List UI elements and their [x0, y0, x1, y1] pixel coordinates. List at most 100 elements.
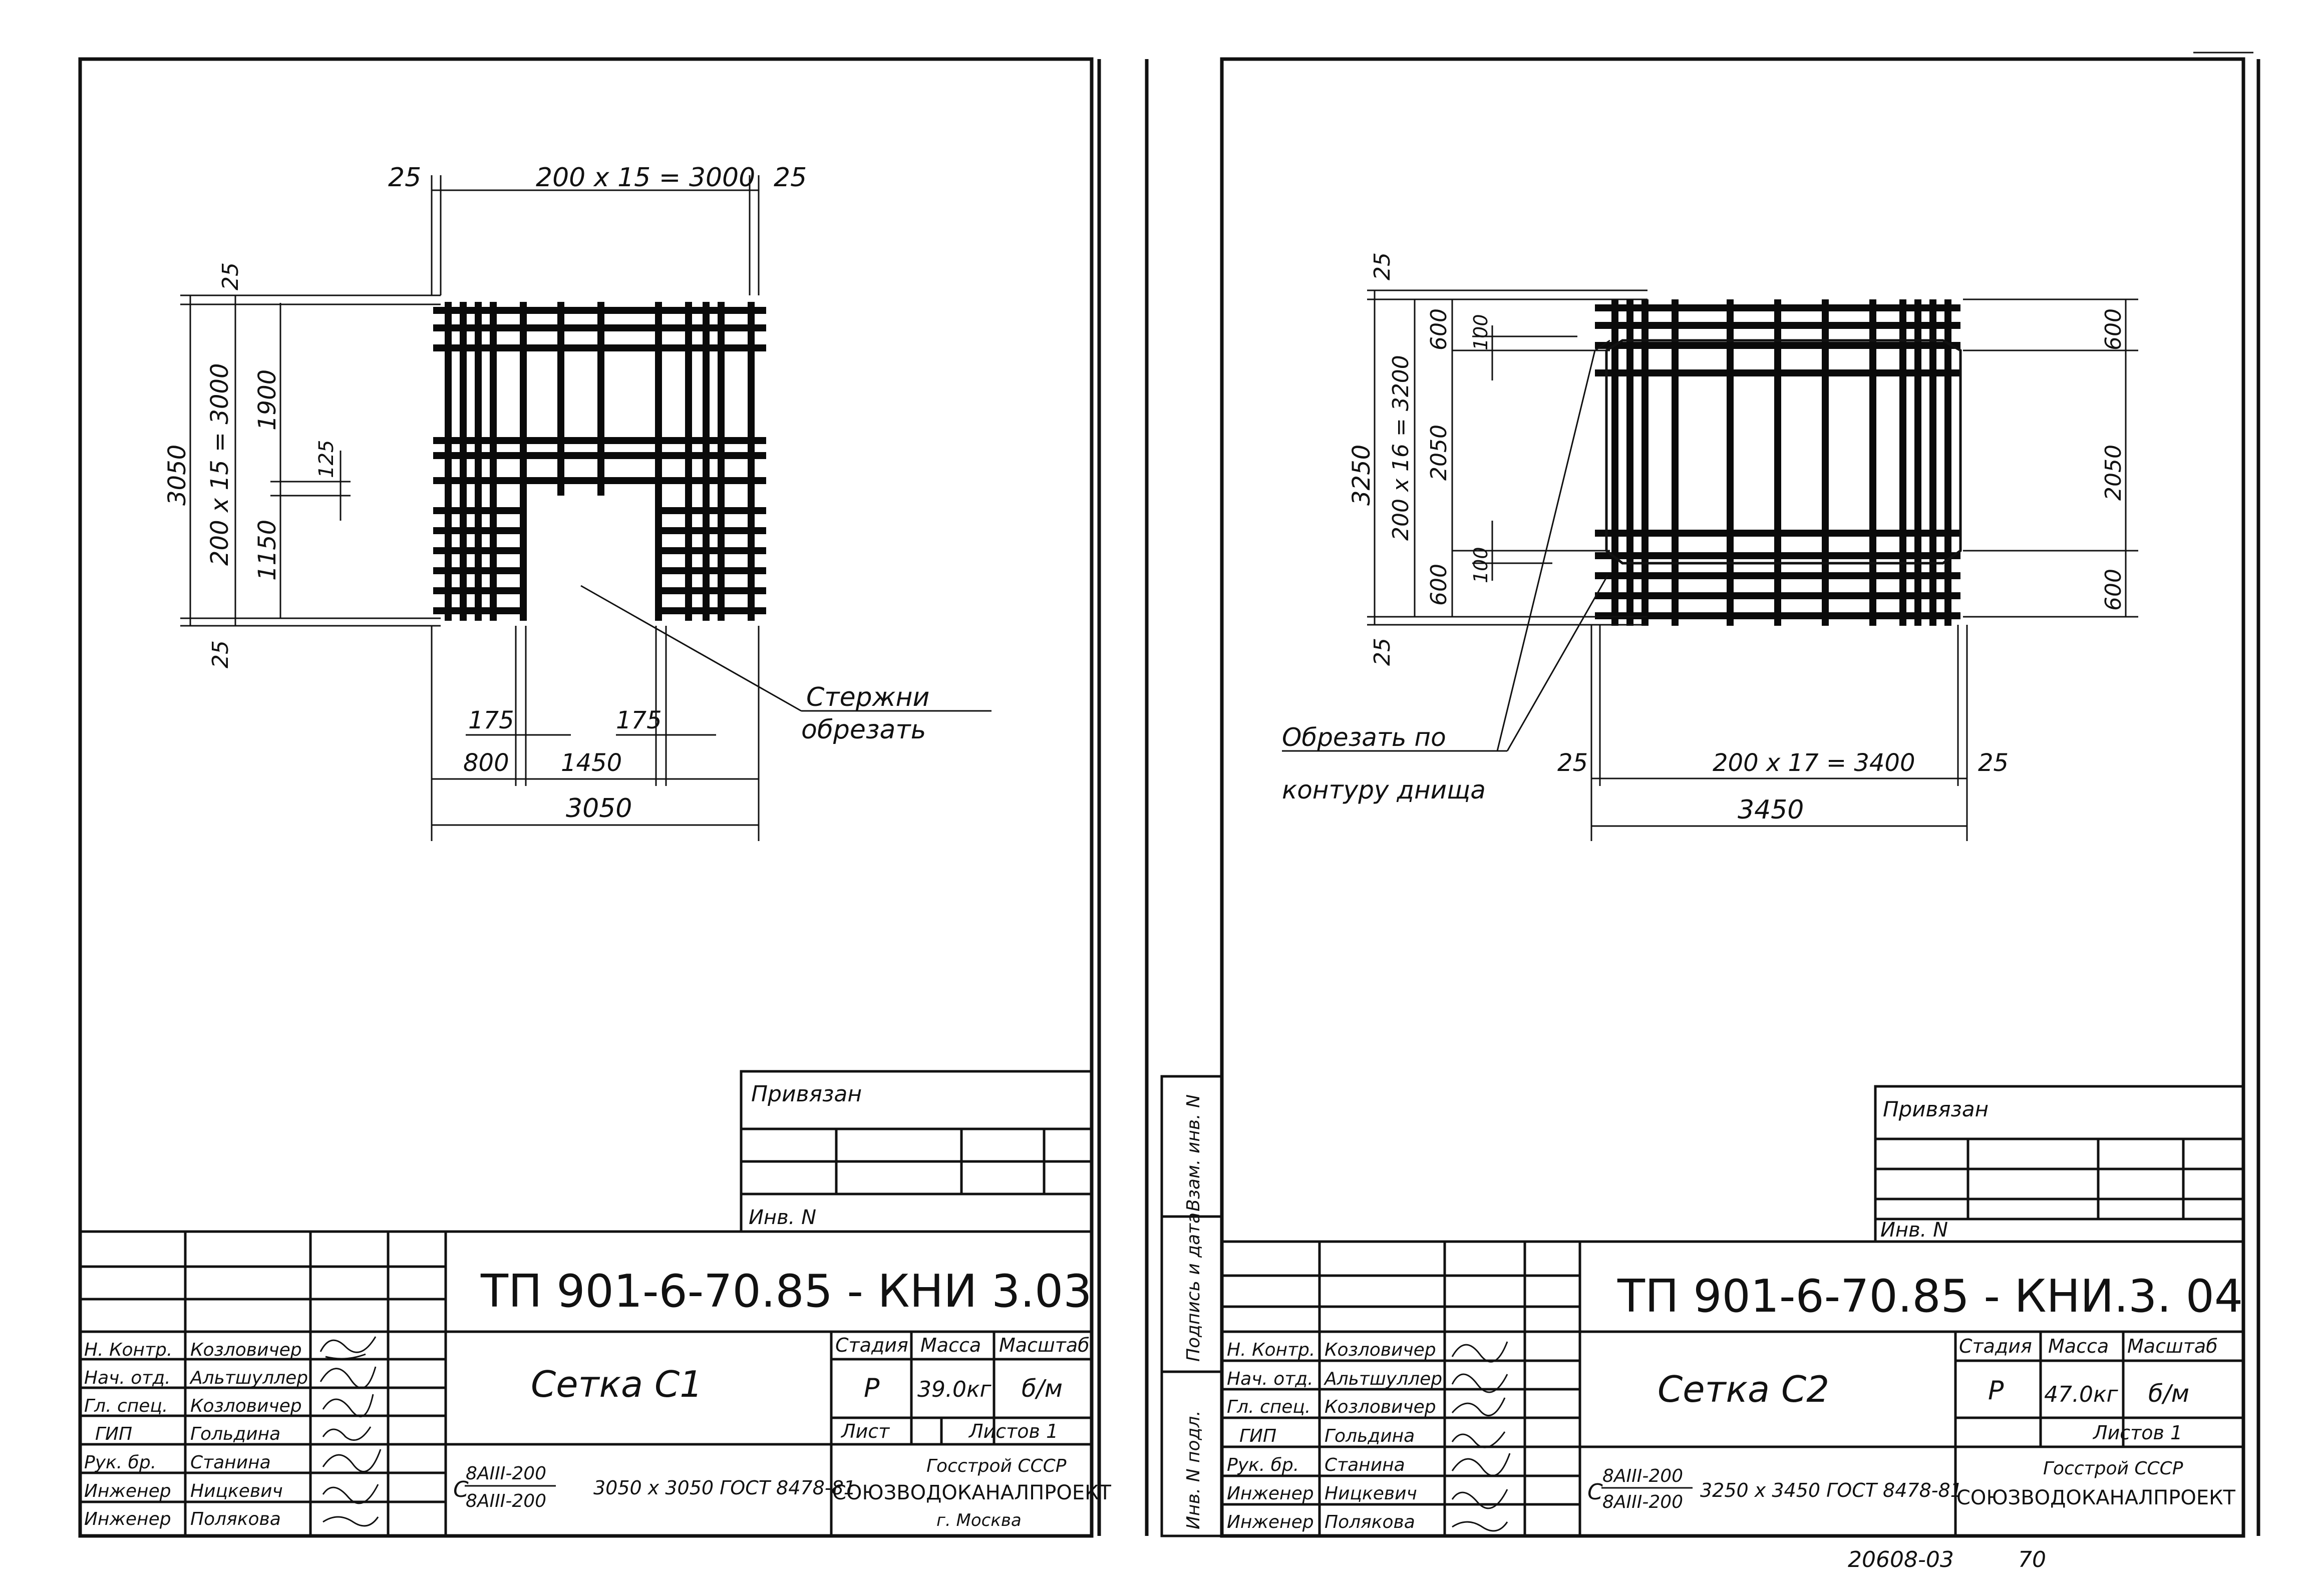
c1-org-main: СОЮЗВОДОКАНАЛПРОЕКТ — [832, 1481, 1112, 1504]
c2-name-0: Козловичер — [1325, 1340, 1436, 1360]
c1-name-1: Альтшуллер — [189, 1368, 308, 1388]
c2-dimension-lines — [1282, 289, 2138, 841]
c1-name-5: Ницкевич — [190, 1481, 283, 1501]
c2-role-1: Нач. отд. — [1227, 1369, 1313, 1389]
c2-doc-code: ТП 901-6-70.85 - КНИ.3. 04 — [1617, 1270, 2243, 1323]
c2-dim-left-100-bottom: 100 — [1470, 547, 1492, 583]
c2-note-line2: контуру днища — [1282, 775, 1486, 805]
c2-name-2: Козловичер — [1325, 1397, 1436, 1417]
c2-dim-left-bottom-25: 25 — [1370, 638, 1395, 666]
c1-mass-value: 39.0кг — [917, 1377, 992, 1402]
c1-role-4: Рук. бр. — [84, 1452, 156, 1473]
c2-org-top: Госстрой СССР — [2043, 1458, 2183, 1479]
footer-number: 20608-03 — [1848, 1547, 1954, 1572]
c1-spec-bottom: 8АIII-200 — [466, 1491, 546, 1511]
c1-signature-scribbles — [319, 1336, 382, 1527]
c2-dim-right-2050: 2050 — [2101, 445, 2126, 501]
c2-dim-left-2050: 2050 — [1426, 425, 1452, 481]
c1-role-1: Нач. отд. — [84, 1368, 171, 1388]
c1-name-3: Гольдина — [190, 1424, 280, 1444]
sheet-c1: 25 200 x 15 = 3000 25 25 3050 200 x 15 =… — [78, 57, 1112, 1538]
c1-doc-code: ТП 901-6-70.85 - КНИ 3.03 — [480, 1265, 1092, 1318]
c1-spec-prefix: С — [453, 1477, 469, 1502]
c2-name-6: Полякова — [1325, 1512, 1415, 1532]
c1-scale-value: б/м — [1022, 1375, 1063, 1403]
c2-dim-left-total: 3250 — [1348, 445, 1376, 506]
c1-role-2: Гл. спец. — [84, 1396, 168, 1416]
c2-inv-label: Инв. N — [1880, 1219, 1948, 1242]
c1-org-top: Госстрой СССР — [926, 1456, 1067, 1476]
mesh-c1 — [433, 302, 766, 621]
c1-spec-rest: 3050 x 3050 ГОСТ 8478-81 — [593, 1477, 856, 1499]
c2-note-line1: Обрезать по — [1282, 723, 1446, 752]
c1-title: Сетка С1 — [531, 1363, 703, 1405]
footer-page: 70 — [2018, 1547, 2046, 1572]
c1-privyazan-label: Привязан — [751, 1081, 862, 1107]
c1-sheet-label: Лист — [840, 1420, 890, 1442]
c2-title-block — [1220, 1240, 2245, 1537]
c2-side-label-2: Инв. N подл. — [1183, 1410, 1204, 1529]
c2-dim-left-600-bottom: 600 — [1426, 564, 1452, 606]
c1-role-6: Инженер — [84, 1509, 171, 1529]
c1-dim-gap-right-175: 175 — [616, 706, 662, 734]
c1-role-5: Инженер — [84, 1481, 171, 1501]
c1-inv-label: Инв. N — [749, 1206, 816, 1229]
c1-title-block — [79, 1230, 1093, 1537]
c2-stage-header: Стадия — [1959, 1335, 2032, 1357]
c2-signature-scribbles — [1451, 1341, 1511, 1532]
c1-name-6: Полякова — [190, 1509, 281, 1529]
c2-role-2: Гл. спец. — [1227, 1397, 1310, 1417]
c2-privyazan-label: Привязан — [1883, 1097, 1989, 1121]
c1-dimension-lines — [180, 175, 992, 841]
c2-scale-value: б/м — [2148, 1380, 2189, 1408]
c1-note-line1: Стержни — [806, 682, 929, 712]
c2-dim-left-span: 200 x 16 = 3200 — [1388, 355, 1414, 541]
c2-sheets-label: Листов 1 — [2092, 1422, 2182, 1444]
c1-spec-top: 8АIII-200 — [466, 1463, 546, 1484]
c1-mass-header: Масса — [920, 1334, 981, 1356]
c1-dim-top-left-25: 25 — [388, 163, 421, 193]
c1-dim-left-total: 3050 — [163, 445, 191, 506]
c1-scale-header: Масштаб — [999, 1334, 1090, 1356]
mesh-c2 — [1595, 299, 1960, 626]
c2-spec-prefix: С — [1587, 1479, 1603, 1505]
sheet-c2: Взам. инв. N Подпись и дата Инв. N подл. — [1145, 52, 2260, 1572]
c1-dim-bottom-800: 800 — [463, 749, 509, 777]
c2-dim-left-top-25: 25 — [1370, 252, 1395, 280]
c2-mass-header: Масса — [2048, 1335, 2109, 1357]
c1-dim-pitch-125: 125 — [315, 440, 338, 478]
c2-binding-block — [1874, 1085, 2245, 1243]
c1-dim-left-lower: 1150 — [253, 520, 281, 581]
c1-note-line2: обрезать — [801, 715, 926, 745]
c1-name-0: Козловичер — [190, 1340, 302, 1360]
c2-mass-value: 47.0кг — [2044, 1382, 2119, 1407]
c2-name-5: Ницкевич — [1325, 1483, 1417, 1504]
c1-dim-top-span: 200 x 15 = 3000 — [536, 163, 755, 193]
c2-org-main: СОЮЗВОДОКАНАЛПРОЕКТ — [1956, 1486, 2236, 1509]
c1-dim-bottom-1450: 1450 — [561, 749, 622, 777]
c1-role-3: ГИП — [95, 1424, 132, 1444]
c1-dim-gap-left-175: 175 — [468, 706, 514, 734]
c1-binding-block — [740, 1070, 1093, 1233]
c2-dim-bottom-left-25: 25 — [1557, 749, 1588, 777]
c1-dim-left-bottom-25: 25 — [208, 640, 233, 668]
c1-dim-left-span: 200 x 15 = 3000 — [206, 363, 234, 566]
c1-dim-bottom-total: 3050 — [566, 793, 632, 824]
c2-scale-header: Масштаб — [2127, 1335, 2218, 1357]
c2-signatures: Н. Контр. Нач. отд. Гл. спец. ГИП Рук. б… — [1227, 1340, 1442, 1532]
c1-signatures: Н. Контр. Нач. отд. Гл. спец. ГИП Рук. б… — [84, 1340, 308, 1529]
c1-sheets-label: Листов 1 — [968, 1420, 1058, 1442]
c2-spec-bottom: 8АIII-200 — [1602, 1492, 1683, 1512]
c2-dim-right-600-top: 600 — [2101, 308, 2126, 350]
c1-stage-value: Р — [864, 1373, 880, 1403]
c2-role-6: Инженер — [1227, 1512, 1314, 1532]
c2-spec-top: 8АIII-200 — [1602, 1466, 1683, 1486]
c1-name-4: Станина — [190, 1452, 271, 1473]
c2-name-3: Гольдина — [1325, 1426, 1415, 1446]
c2-name-1: Альтшуллер — [1324, 1369, 1442, 1389]
c1-dim-left-top-25: 25 — [218, 262, 243, 290]
c1-dim-top-right-25: 25 — [774, 163, 807, 193]
c2-side-label-0: Взам. инв. N — [1183, 1094, 1204, 1212]
c1-role-0: Н. Контр. — [84, 1340, 172, 1360]
